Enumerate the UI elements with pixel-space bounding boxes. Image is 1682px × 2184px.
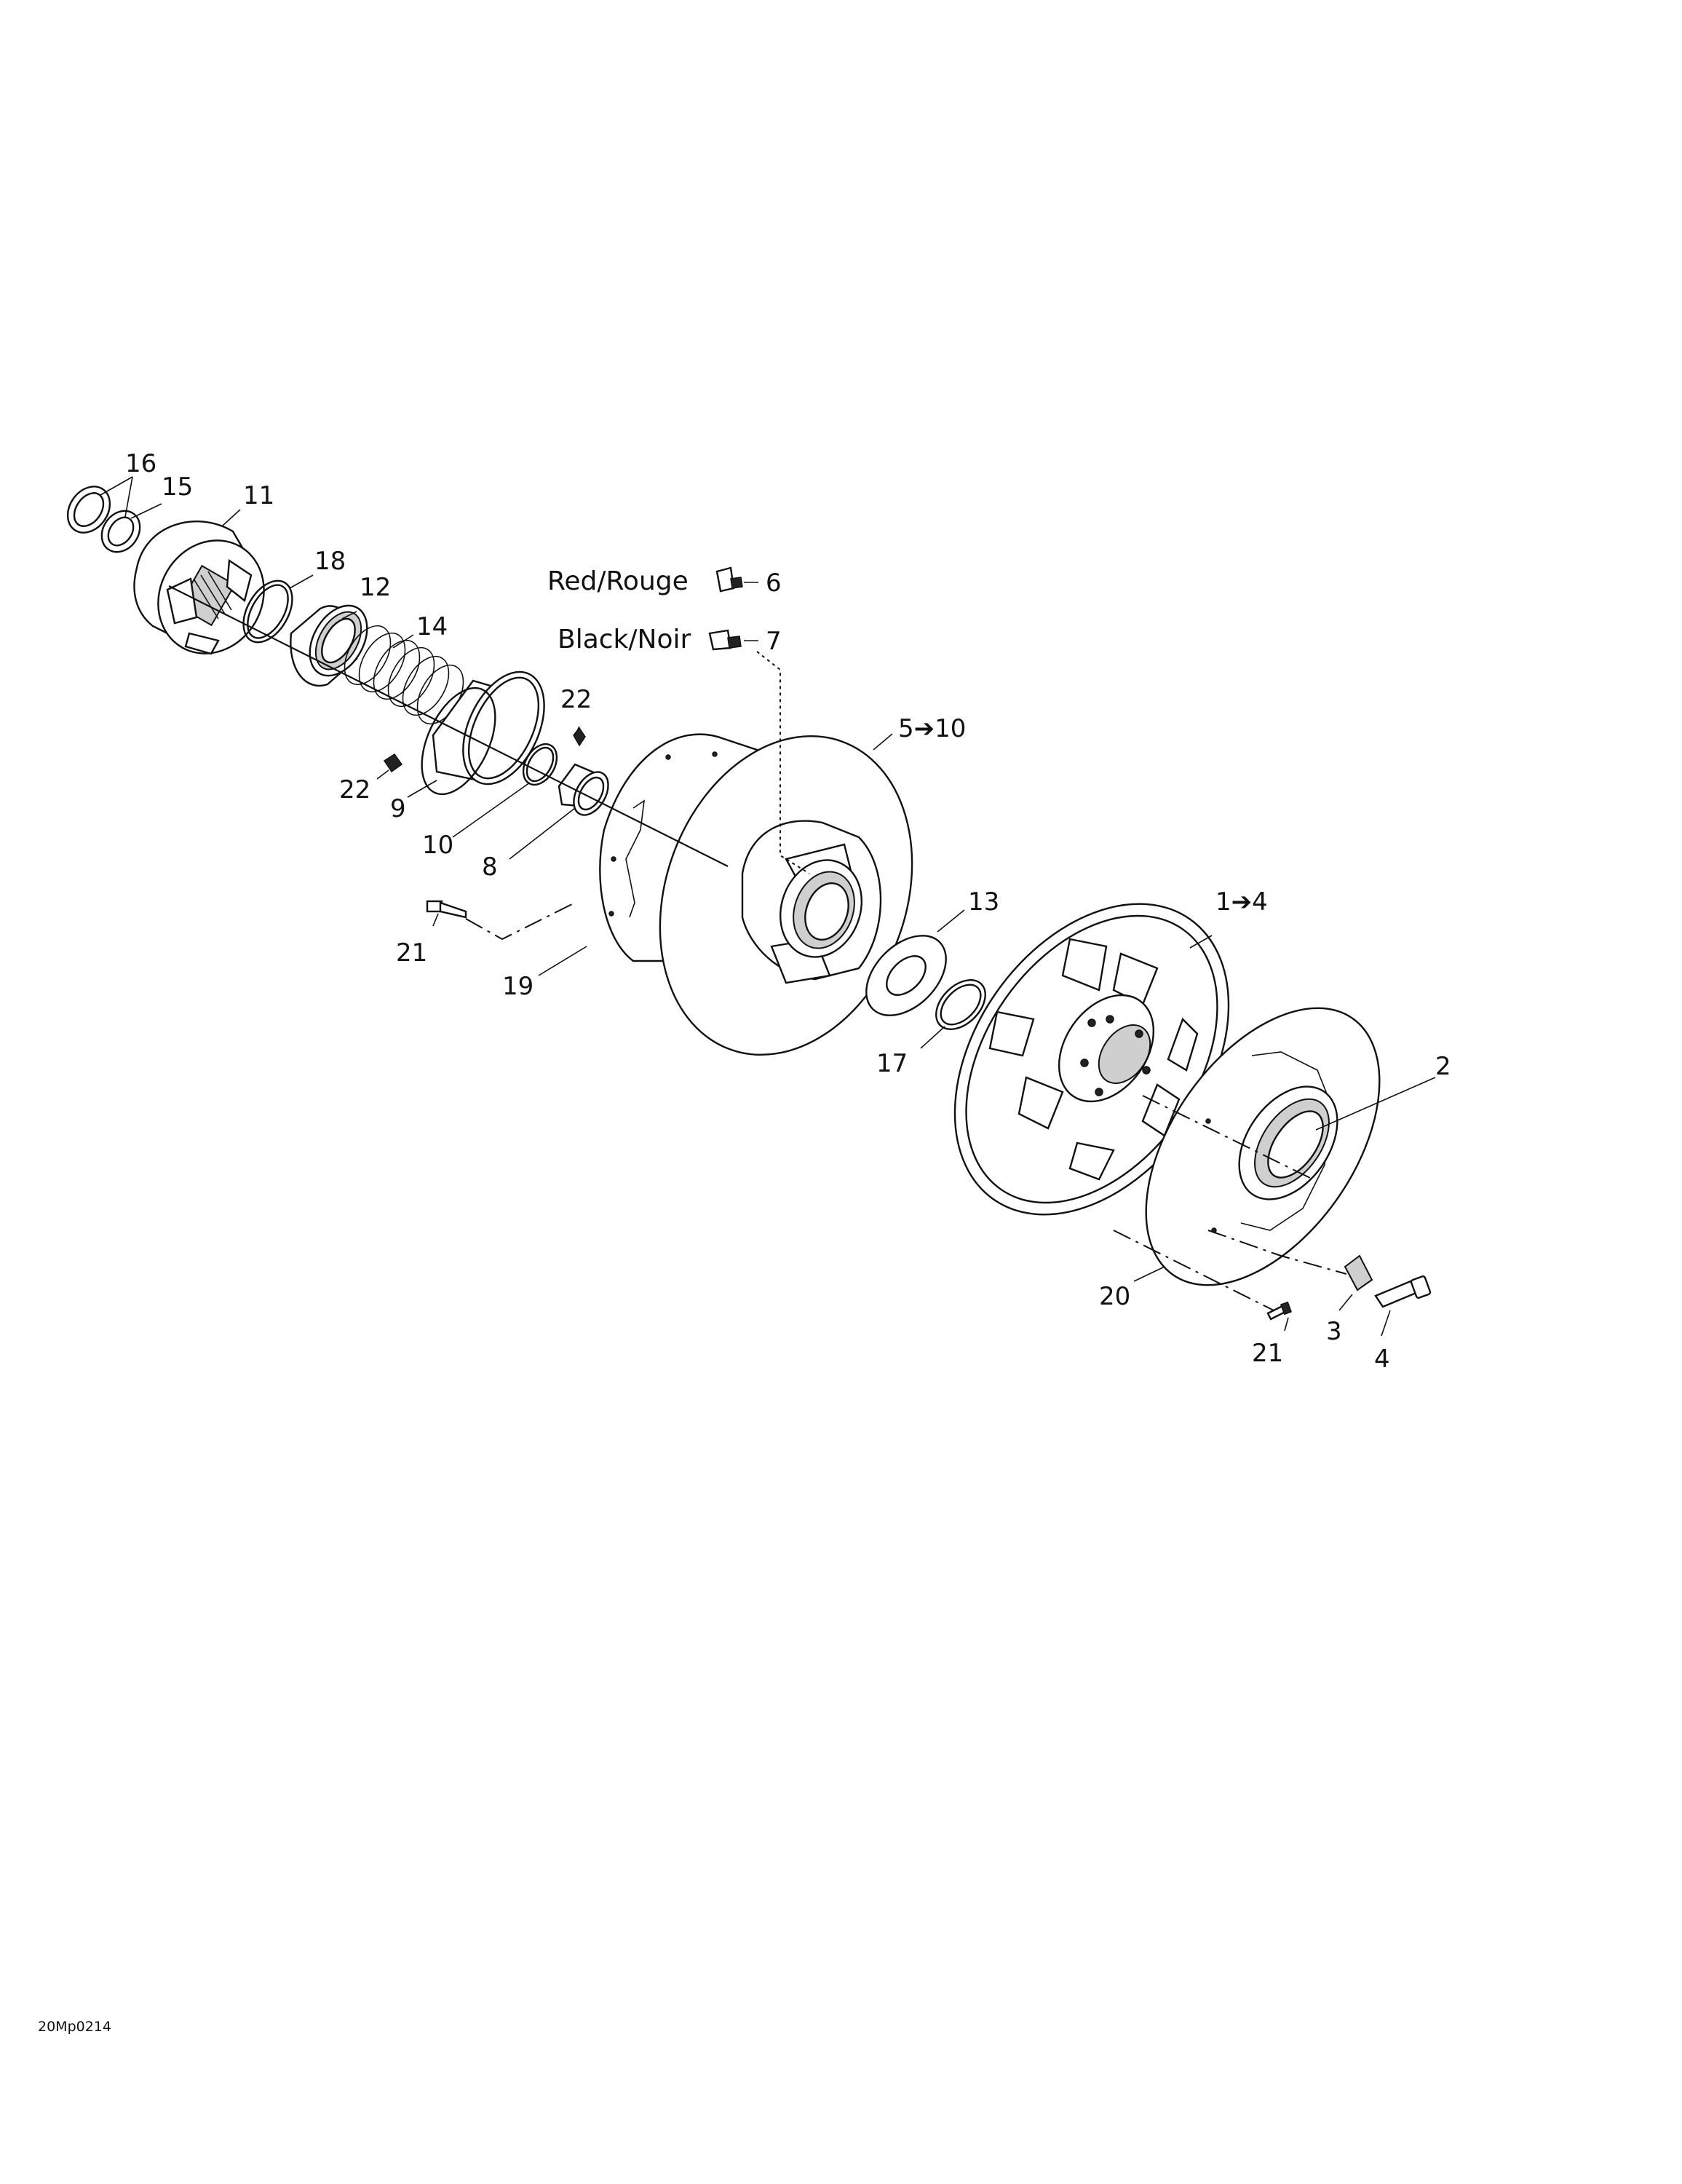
assembly-lines <box>168 585 1347 1311</box>
part-13-washer <box>865 935 947 1016</box>
callout-15: 15 <box>162 472 193 502</box>
part-6-red-clip-icon <box>715 566 743 593</box>
callout-4: 4 <box>1374 1345 1390 1374</box>
callout-14: 14 <box>416 612 448 641</box>
part-5-sliding-sheave <box>659 735 913 1056</box>
part-11-cam <box>133 521 265 655</box>
callout-8: 8 <box>482 852 498 882</box>
drawing-code: 20Mp0214 <box>38 2019 111 2035</box>
part-16-snap-ring <box>66 486 111 534</box>
callout-6: 6 <box>766 569 782 598</box>
callout-21-right: 21 <box>1252 1339 1283 1368</box>
part-17-ring <box>935 979 986 1030</box>
part-15-washer <box>100 510 141 553</box>
callout-10: 10 <box>422 831 453 860</box>
callout-13: 13 <box>968 887 999 917</box>
callout-2: 2 <box>1435 1052 1451 1081</box>
part-22-nut-top <box>573 727 586 747</box>
part-22-nut-left <box>383 753 403 773</box>
leader-lines <box>100 476 1436 1337</box>
callout-16: 16 <box>125 449 156 478</box>
callout-22-left: 22 <box>339 775 370 804</box>
legend-red-label: Red/Rouge <box>547 566 689 596</box>
callout-5-10: 5➔10 <box>898 714 966 743</box>
part-8-bushing <box>558 763 609 816</box>
part-21-screw-left <box>426 900 467 919</box>
legend-black-label: Black/Noir <box>558 625 691 654</box>
callout-1-4: 1➔4 <box>1215 887 1268 917</box>
part-18-ring <box>242 579 293 644</box>
callout-22-top: 22 <box>560 685 592 714</box>
callout-7: 7 <box>766 627 782 656</box>
part-4-bolt <box>1374 1275 1432 1308</box>
callout-9: 9 <box>390 794 406 823</box>
part-12-bushing <box>290 604 368 687</box>
part-3-clip <box>1344 1254 1373 1291</box>
part-9-sleeve <box>421 670 545 796</box>
part-21-screw-right <box>1266 1301 1293 1321</box>
callout-19: 19 <box>502 972 533 1001</box>
callout-11: 11 <box>243 481 274 510</box>
part-7-black-clip-icon <box>708 629 742 651</box>
callout-18: 18 <box>314 547 346 576</box>
callout-17: 17 <box>876 1049 908 1078</box>
callout-20: 20 <box>1099 1282 1130 1311</box>
callout-12: 12 <box>360 573 391 602</box>
callout-21-left: 21 <box>396 938 427 968</box>
callout-3: 3 <box>1326 1317 1342 1346</box>
part-20-plate <box>1145 1007 1381 1286</box>
